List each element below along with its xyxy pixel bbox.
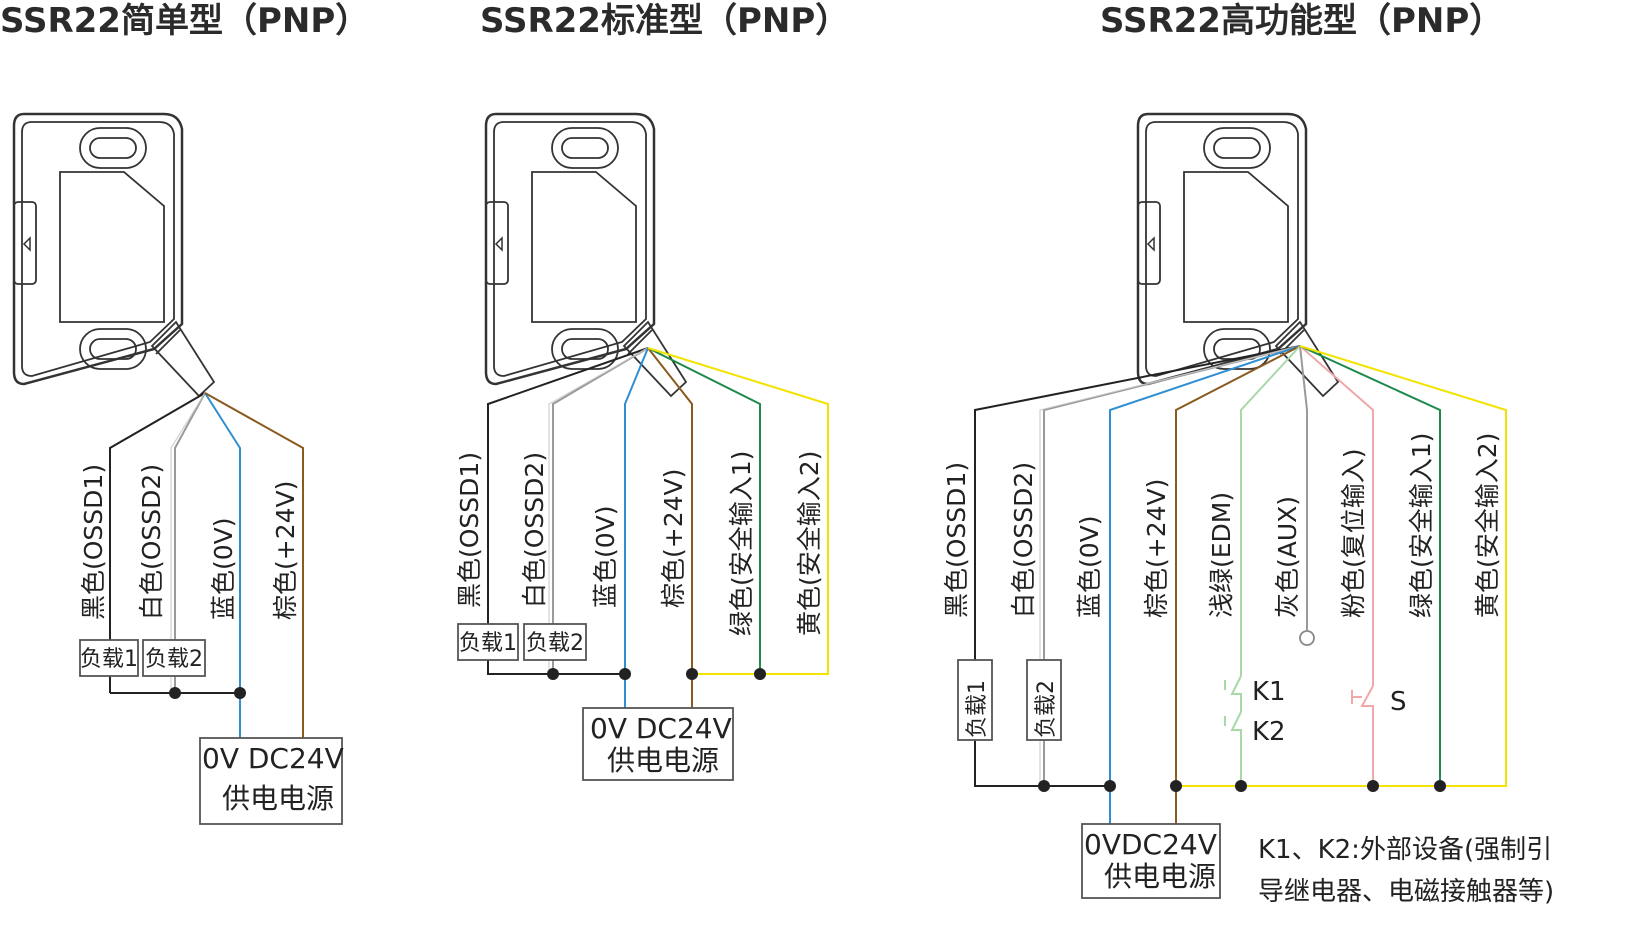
psu-box xyxy=(582,707,734,781)
wire-label: 绿色(安全输入1) xyxy=(727,451,756,636)
wire-blue xyxy=(624,347,649,708)
junction-dot xyxy=(1104,780,1116,792)
load-box-1 xyxy=(79,639,139,677)
wire-label: 灰色(AUX) xyxy=(1273,496,1302,618)
load-label-2: 负载2 xyxy=(1034,680,1059,738)
wire-brown xyxy=(1175,345,1301,824)
wire-yellow xyxy=(1176,345,1507,787)
wire-black xyxy=(109,392,206,693)
load-label-1: 负载1 xyxy=(80,647,138,672)
wire-label: 黑色(OSSD1) xyxy=(942,462,971,618)
load-box-1 xyxy=(957,659,993,741)
load-box-2 xyxy=(142,639,206,677)
wire-gray xyxy=(1299,345,1308,630)
load-label-2: 负载2 xyxy=(145,647,203,672)
wire-lightgreen xyxy=(1240,345,1301,676)
wire-pink xyxy=(1299,345,1374,686)
wire-label: 棕色(+24V) xyxy=(1142,479,1171,618)
title-advanced: SSR22高功能型（PNP） xyxy=(1100,1,1503,41)
junction-dot xyxy=(234,687,246,699)
wire-white-inner xyxy=(548,347,649,674)
junction-dot xyxy=(1367,780,1379,792)
psu-line2: 供电电源 xyxy=(607,744,719,777)
wire-label: 黄色(安全输入2) xyxy=(795,451,824,636)
k1-k2-contacts xyxy=(1224,675,1242,746)
wire-white-inner xyxy=(170,392,206,693)
wire-label: 棕色(+24V) xyxy=(659,469,688,608)
wire-brown xyxy=(204,392,304,738)
junction-dot xyxy=(547,668,559,680)
psu-line1: 0V DC24V xyxy=(202,742,344,775)
psu-line2: 供电电源 xyxy=(1104,860,1216,893)
note-line1: K1、K2:外部设备(强制引 xyxy=(1258,835,1552,865)
load-box-2 xyxy=(1026,659,1062,741)
switch-label-k2: K2 xyxy=(1252,717,1286,747)
wire-label: 浅绿(EDM) xyxy=(1207,492,1236,618)
wire-label: 黑色(OSSD1) xyxy=(79,464,108,620)
junction-dot xyxy=(1434,780,1446,792)
psu-line1: 0VDC24V xyxy=(1084,828,1217,861)
junction-dot xyxy=(1170,780,1182,792)
sensor-body-standard xyxy=(484,112,688,398)
wire-label: 蓝色(0V) xyxy=(209,517,238,620)
wire-brown xyxy=(647,347,693,708)
psu-line2: 供电电源 xyxy=(222,782,334,815)
wire-blue xyxy=(204,392,241,738)
wire-green xyxy=(1299,345,1441,786)
wire-label: 粉色(复位输入) xyxy=(1339,448,1368,618)
reset-switch xyxy=(1351,685,1374,714)
junction-dot xyxy=(169,687,181,699)
wire-white xyxy=(552,347,649,674)
wire-blue xyxy=(1109,345,1301,824)
wire-label: 白色(OSSD2) xyxy=(520,452,549,608)
psu-box xyxy=(199,737,343,825)
junction-dot xyxy=(754,668,766,680)
wire-label: 绿色(安全输入1) xyxy=(1407,433,1436,618)
load-box-2 xyxy=(523,623,587,661)
junction-dot xyxy=(1235,780,1247,792)
psu-box xyxy=(1081,823,1221,899)
switch-label-s: S xyxy=(1390,687,1407,717)
junction-dot xyxy=(619,668,631,680)
wire-label: 蓝色(0V) xyxy=(591,505,620,608)
wire-label: 白色(OSSD2) xyxy=(1009,462,1038,618)
aux-terminal xyxy=(1299,630,1315,646)
psu-line1: 0V DC24V xyxy=(590,712,732,745)
diagram-standard xyxy=(487,347,829,708)
switch-label-k1: K1 xyxy=(1252,677,1286,707)
load-label-1: 负载1 xyxy=(965,680,990,738)
title-simple: SSR22简单型（PNP） xyxy=(0,1,369,41)
sensor-body-simple xyxy=(12,112,216,398)
wire-label: 蓝色(0V) xyxy=(1075,515,1104,618)
wire-label: 黑色(OSSD1) xyxy=(455,452,484,608)
note-line2: 导继电器、电磁接触器等) xyxy=(1258,877,1554,907)
wire-label: 黄色(安全输入2) xyxy=(1473,433,1502,618)
load-label-1: 负载1 xyxy=(459,631,517,656)
junction-dot xyxy=(1038,780,1050,792)
junction-dot xyxy=(686,668,698,680)
title-standard: SSR22标准型（PNP） xyxy=(480,1,849,41)
wire-green xyxy=(647,347,761,674)
load-box-1 xyxy=(457,623,519,661)
load-label-2: 负载2 xyxy=(526,631,584,656)
wire-label: 白色(OSSD2) xyxy=(137,464,166,620)
wire-white xyxy=(174,392,206,693)
wire-label: 棕色(+24V) xyxy=(271,481,300,620)
